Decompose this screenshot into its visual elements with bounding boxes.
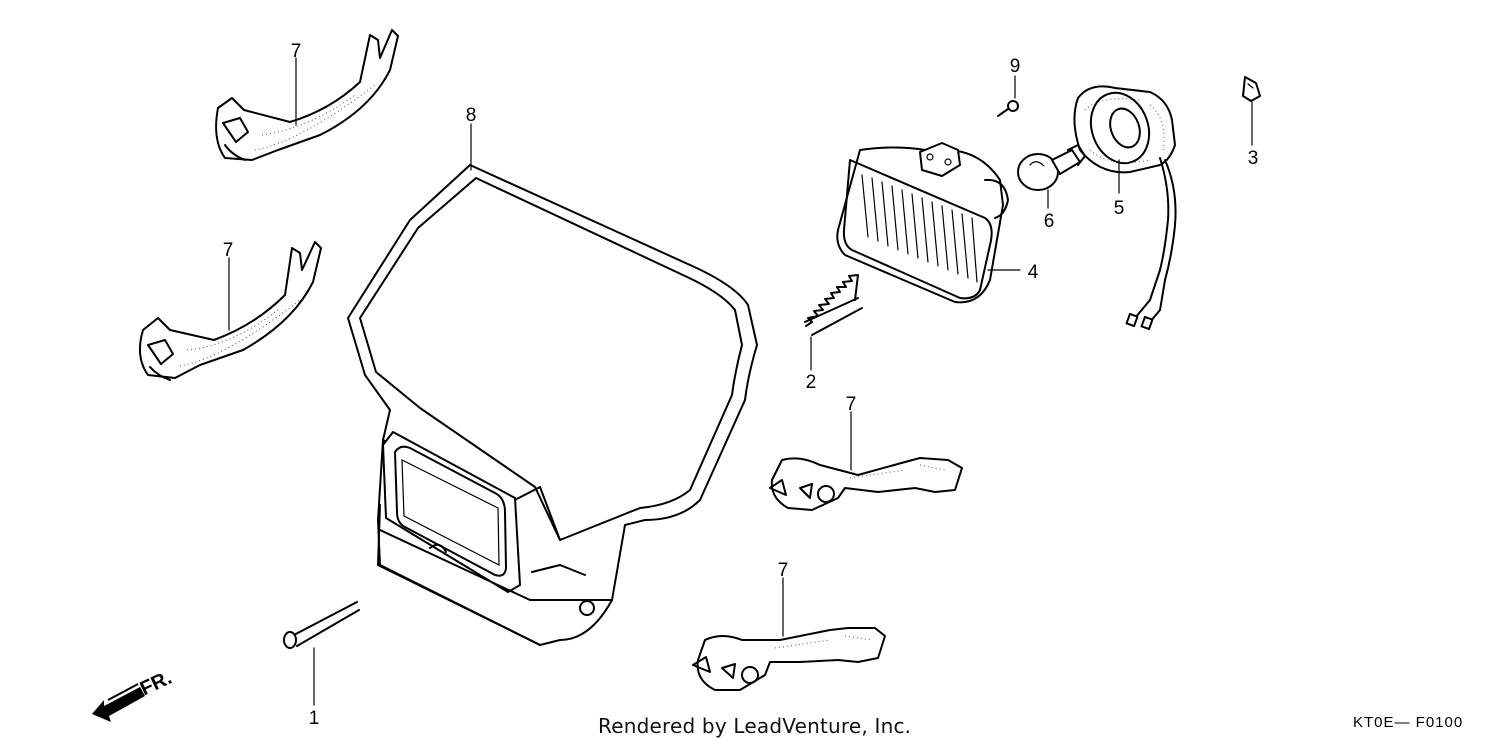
callout-1: 1 xyxy=(309,708,320,729)
headlight-strap-part-3 xyxy=(769,457,963,511)
headlight-cover-part xyxy=(347,164,758,646)
callout-7-bottom: 7 xyxy=(778,560,789,581)
diagram-code: KT0E— F0100 xyxy=(1353,714,1464,731)
headlight-unit-part xyxy=(836,142,1009,304)
callout-6: 6 xyxy=(1044,211,1055,232)
callout-7-center: 7 xyxy=(846,394,857,415)
callout-9: 9 xyxy=(1010,56,1021,77)
bolt-part xyxy=(283,601,360,649)
bulb-part xyxy=(1017,144,1086,191)
headlight-strap-part-1 xyxy=(215,29,399,161)
clip-nut-part xyxy=(1242,76,1261,102)
callout-4: 4 xyxy=(1028,262,1039,283)
bulb-socket-part xyxy=(1073,85,1177,331)
front-direction-arrow-icon: FR. xyxy=(92,667,175,722)
credit-text: Rendered by LeadVenture, Inc. xyxy=(598,714,912,738)
leader-lines xyxy=(228,57,1253,706)
callout-5: 5 xyxy=(1114,198,1125,219)
screw-part xyxy=(997,100,1019,117)
headlight-strap-part-2 xyxy=(138,241,322,381)
callout-7-mid-left: 7 xyxy=(223,240,234,261)
adjust-spring-part xyxy=(804,274,863,336)
callout-8: 8 xyxy=(466,105,477,126)
callout-2: 2 xyxy=(806,372,817,393)
callout-3: 3 xyxy=(1248,148,1259,169)
headlight-strap-part-4 xyxy=(692,627,886,691)
callout-7-top-left: 7 xyxy=(291,41,302,62)
